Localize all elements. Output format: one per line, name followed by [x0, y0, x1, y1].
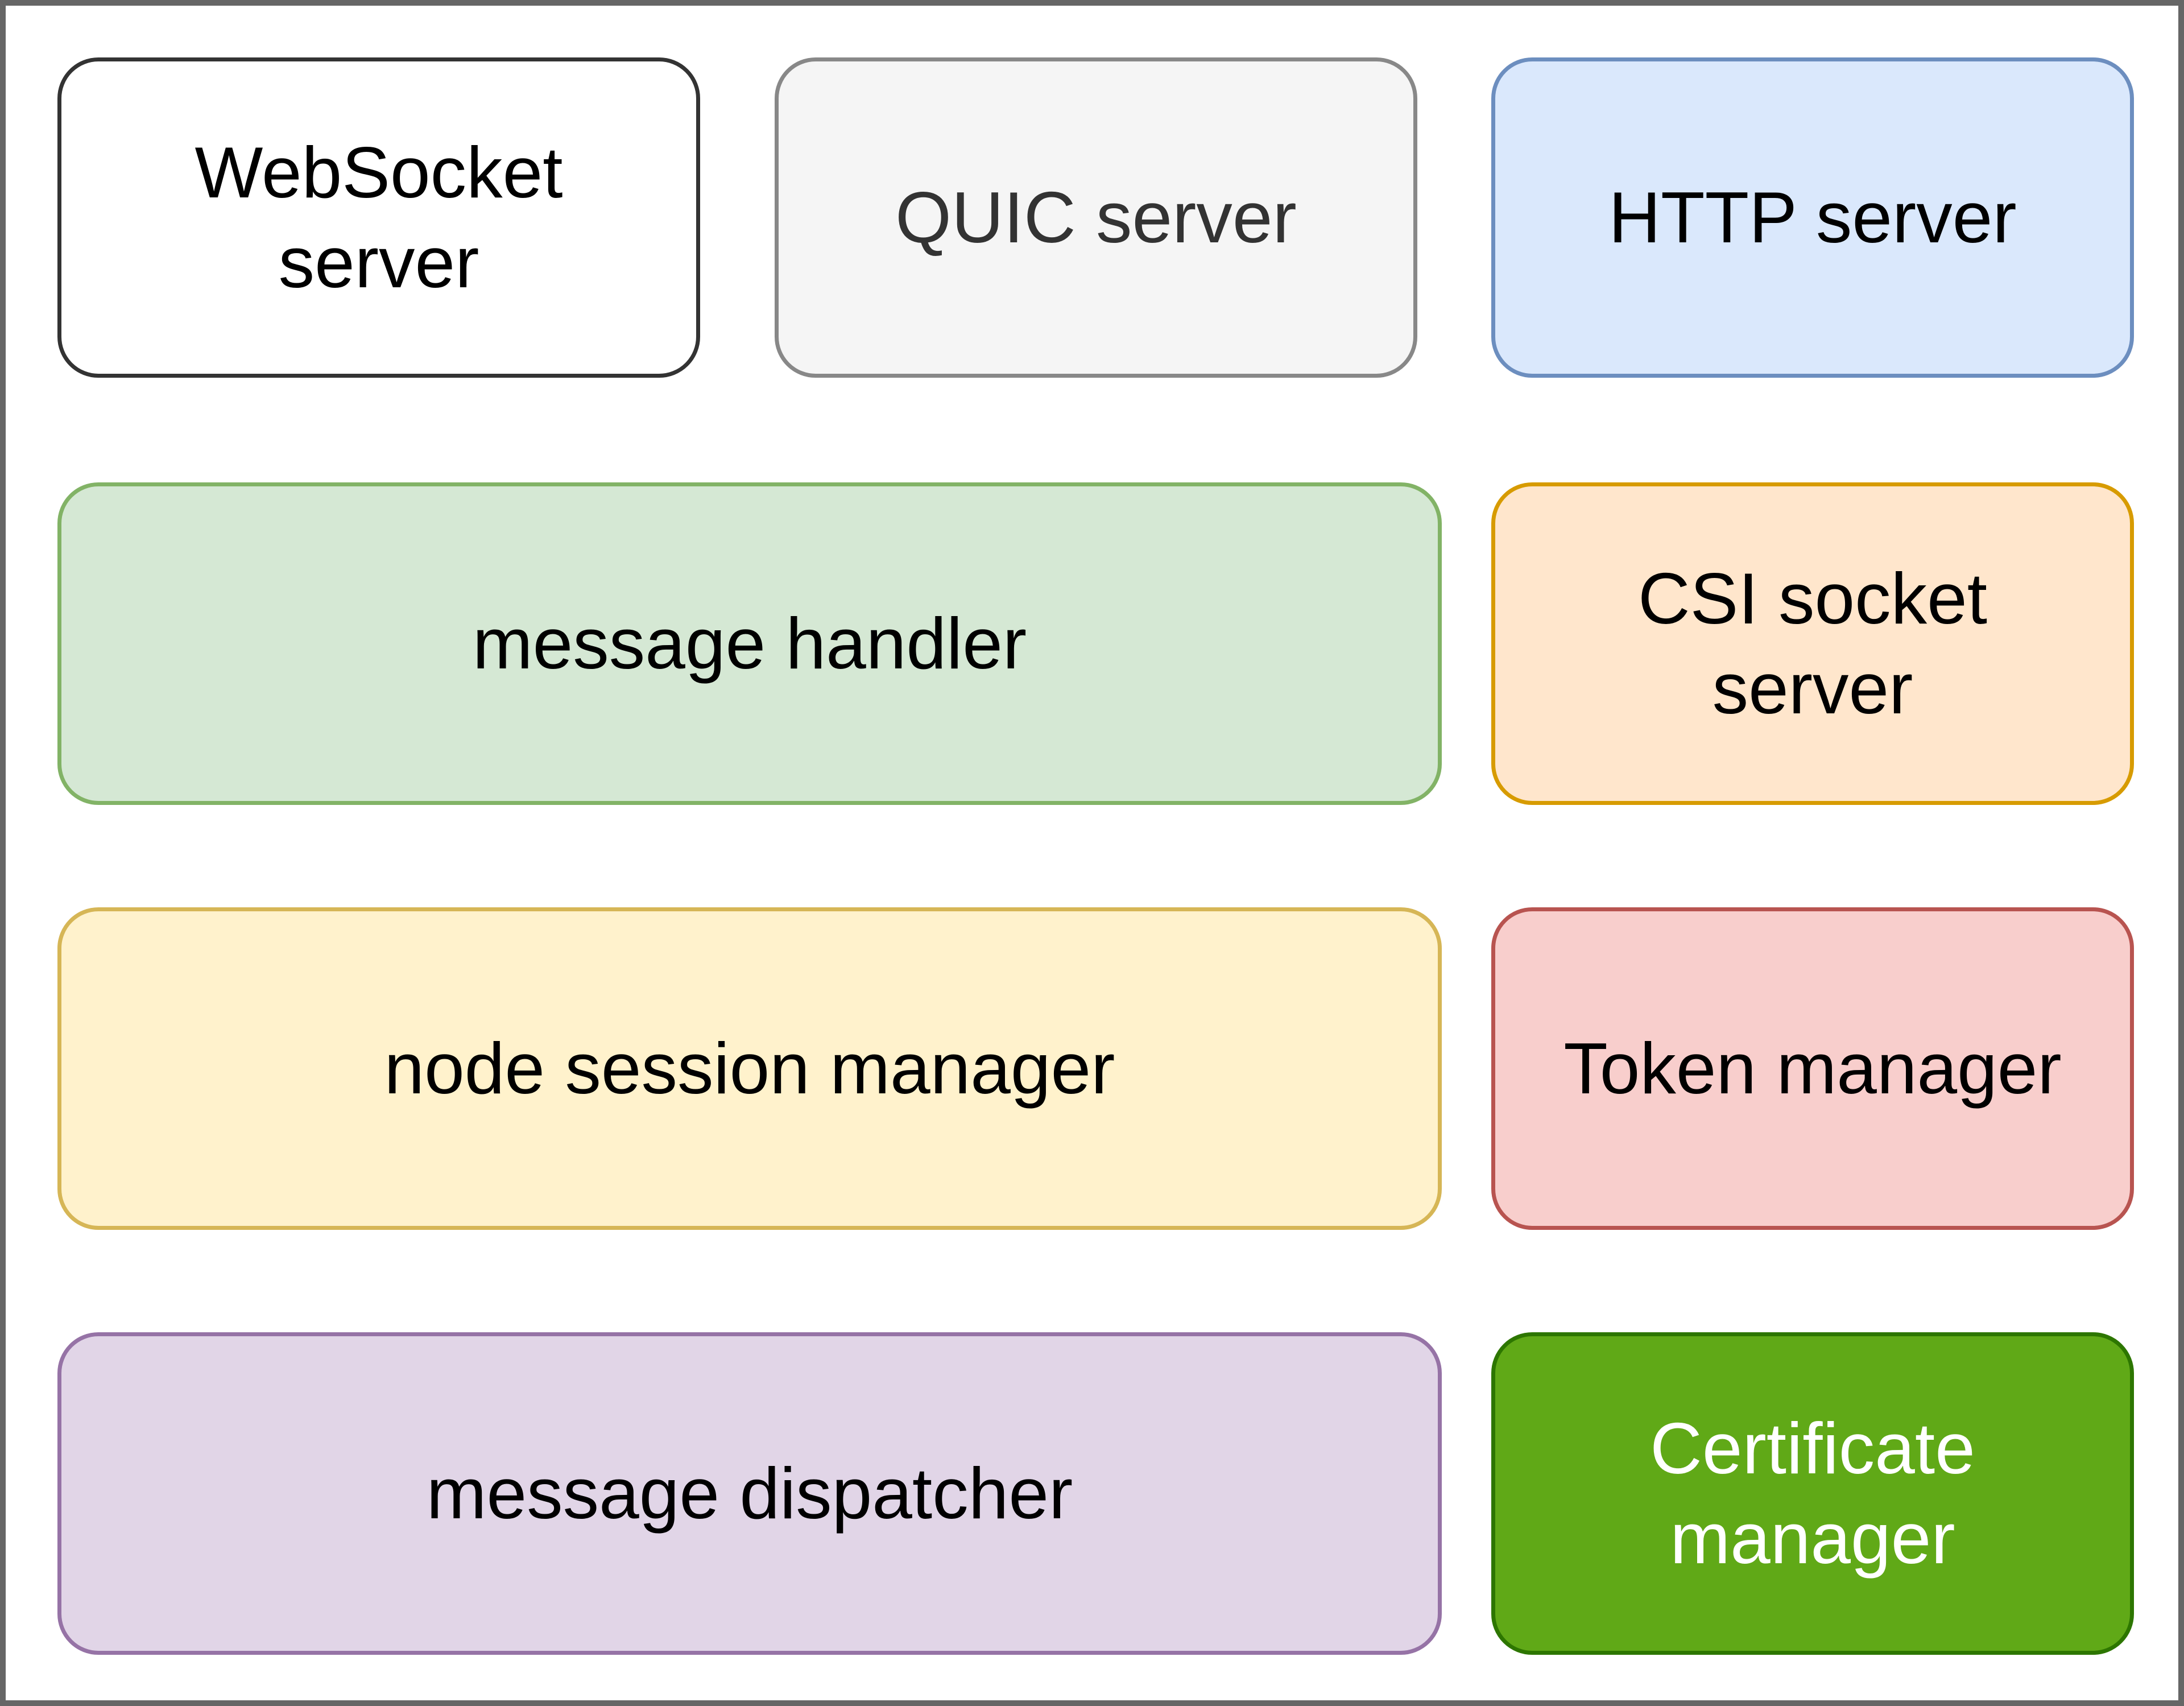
- websocket-server-label: WebSocket server: [195, 132, 563, 303]
- websocket-server-box[interactable]: WebSocket server: [57, 57, 700, 378]
- message-handler-box[interactable]: message handler: [57, 482, 1442, 805]
- message-dispatcher-label: message dispatcher: [426, 1452, 1073, 1534]
- certificate-manager-box[interactable]: Certificate manager: [1491, 1332, 2134, 1655]
- csi-socket-server-box[interactable]: CSI socket server: [1491, 482, 2134, 805]
- token-manager-label: Token manager: [1563, 1027, 2062, 1109]
- quic-server-label: QUIC server: [895, 176, 1297, 258]
- quic-server-box[interactable]: QUIC server: [775, 57, 1417, 378]
- http-server-label: HTTP server: [1608, 176, 2017, 258]
- message-dispatcher-box[interactable]: message dispatcher: [57, 1332, 1442, 1655]
- http-server-box[interactable]: HTTP server: [1491, 57, 2134, 378]
- token-manager-box[interactable]: Token manager: [1491, 907, 2134, 1230]
- node-session-manager-box[interactable]: node session manager: [57, 907, 1442, 1230]
- message-handler-label: message handler: [472, 602, 1027, 684]
- certificate-manager-label: Certificate manager: [1650, 1408, 1975, 1579]
- csi-socket-server-label: CSI socket server: [1637, 558, 1988, 729]
- node-session-manager-label: node session manager: [384, 1027, 1115, 1109]
